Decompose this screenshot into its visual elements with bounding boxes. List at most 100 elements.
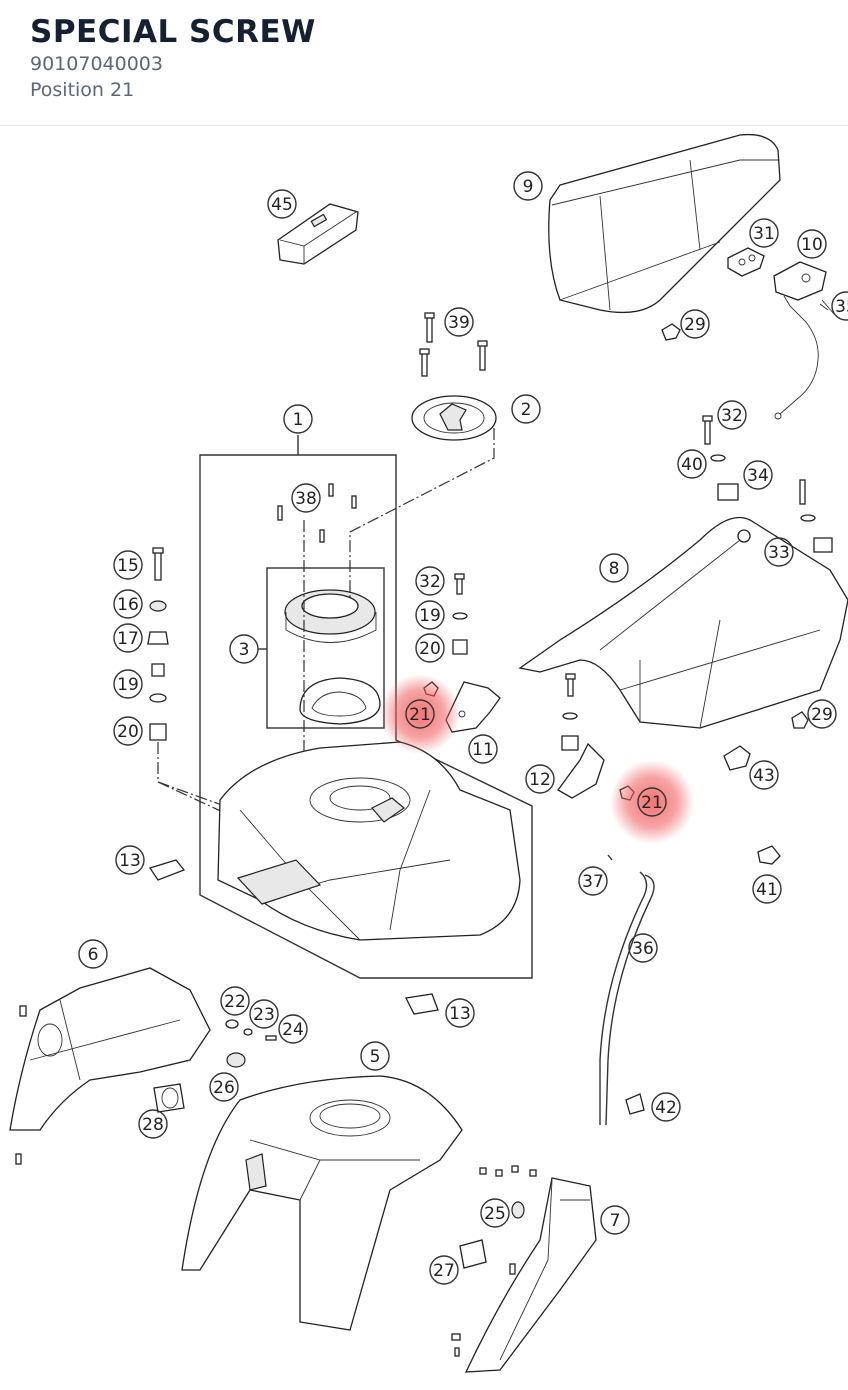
callout-15[interactable]: 15 (113, 550, 143, 580)
callout-31[interactable]: 31 (749, 218, 779, 248)
callouts: 45 9 31 10 35 39 29 2 1 32 40 34 38 33 1… (78, 171, 848, 1285)
callout-label: 37 (582, 872, 604, 892)
callout-12[interactable]: 12 (525, 764, 555, 794)
callout-label: 1 (293, 410, 304, 430)
callout-label: 11 (472, 740, 494, 760)
callout-13-top[interactable]: 13 (115, 845, 145, 875)
part-22-24-fasteners (225, 1019, 277, 1041)
callout-11[interactable]: 11 (468, 734, 498, 764)
callout-label: 22 (224, 992, 246, 1012)
callout-label: 25 (484, 1204, 506, 1224)
part-42-clip (625, 1093, 645, 1115)
callout-3[interactable]: 3 (229, 634, 259, 664)
callout-21-b[interactable]: 21 (637, 787, 667, 817)
callout-29-lower[interactable]: 29 (807, 699, 837, 729)
callout-41[interactable]: 41 (752, 874, 782, 904)
part-2-fuel-cap (411, 395, 497, 441)
callout-20-left[interactable]: 20 (113, 716, 143, 746)
part-41-connector (757, 845, 781, 865)
callout-9[interactable]: 9 (513, 171, 543, 201)
callout-43[interactable]: 43 (749, 760, 779, 790)
callout-29-top[interactable]: 29 (680, 309, 710, 339)
callout-40[interactable]: 40 (677, 449, 707, 479)
callout-21-a[interactable]: 21 (405, 699, 435, 729)
callout-10[interactable]: 10 (797, 229, 827, 259)
callout-label: 21 (641, 793, 663, 813)
part-10-seat-lock (773, 261, 835, 420)
callout-label: 10 (801, 235, 823, 255)
callout-20-mid[interactable]: 20 (415, 633, 445, 663)
callout-34[interactable]: 34 (743, 460, 773, 490)
callout-35[interactable]: 35 (831, 291, 848, 321)
callout-25[interactable]: 25 (480, 1198, 510, 1228)
callout-label: 23 (253, 1005, 275, 1025)
callout-label: 5 (370, 1047, 381, 1067)
page-title: SPECIAL SCREW (30, 14, 316, 50)
callout-label: 19 (117, 675, 139, 695)
callout-label: 43 (753, 766, 775, 786)
part-8-front-seat (518, 516, 848, 729)
callout-32-mid[interactable]: 32 (415, 566, 445, 596)
callout-36[interactable]: 36 (628, 933, 658, 963)
callout-label: 36 (632, 939, 654, 959)
callout-27[interactable]: 27 (429, 1255, 459, 1285)
part-25-fasteners (479, 1165, 537, 1219)
part-38-screws (277, 483, 357, 543)
callout-38[interactable]: 38 (291, 483, 321, 513)
callout-16[interactable]: 16 (113, 589, 143, 619)
callout-23[interactable]: 23 (249, 999, 279, 1029)
callout-label: 9 (523, 177, 534, 197)
callout-label: 28 (142, 1115, 164, 1135)
callout-32-top[interactable]: 32 (717, 400, 747, 430)
callout-label: 26 (213, 1078, 235, 1098)
callout-label: 32 (721, 406, 743, 426)
part-7-side-panel-right (451, 1177, 597, 1373)
callout-label: 40 (681, 455, 703, 475)
callout-7[interactable]: 7 (600, 1205, 630, 1235)
part-header: SPECIAL SCREW 90107040003 Position 21 (0, 0, 848, 126)
highlight-glow-21a (380, 674, 460, 754)
callout-17[interactable]: 17 (113, 623, 143, 653)
callout-28[interactable]: 28 (138, 1109, 168, 1139)
part-5-tank-cover (181, 1075, 463, 1331)
callout-label: 29 (811, 705, 833, 725)
callout-label: 13 (449, 1004, 471, 1024)
part-43-clip (723, 745, 751, 771)
callout-label: 33 (768, 543, 790, 563)
callout-2[interactable]: 2 (511, 394, 541, 424)
callout-24[interactable]: 24 (278, 1014, 308, 1044)
callout-26[interactable]: 26 (209, 1072, 239, 1102)
callout-42[interactable]: 42 (651, 1092, 681, 1122)
part-1-group-frame (199, 435, 533, 979)
callout-5[interactable]: 5 (360, 1041, 390, 1071)
callout-label: 32 (419, 572, 441, 592)
callout-label: 35 (835, 297, 848, 317)
callout-label: 29 (684, 315, 706, 335)
callout-6[interactable]: 6 (78, 939, 108, 969)
callout-39[interactable]: 39 (444, 307, 474, 337)
callout-1[interactable]: 1 (283, 404, 313, 434)
callout-label: 19 (419, 606, 441, 626)
callout-label: 41 (756, 880, 778, 900)
part-36-hose (599, 854, 655, 1126)
callout-label: 39 (448, 313, 470, 333)
callout-33[interactable]: 33 (764, 537, 794, 567)
callout-label: 15 (117, 556, 139, 576)
part-28-bushing (153, 1083, 185, 1113)
callout-label: 20 (419, 639, 441, 659)
callout-label: 6 (88, 945, 99, 965)
callout-37[interactable]: 37 (578, 866, 608, 896)
part-31-clip (727, 247, 765, 277)
callout-13-bottom[interactable]: 13 (445, 998, 475, 1028)
callout-label: 45 (271, 195, 293, 215)
callout-19-mid[interactable]: 19 (415, 600, 445, 630)
callout-label: 8 (609, 559, 620, 579)
callout-19-left[interactable]: 19 (113, 669, 143, 699)
callout-45[interactable]: 45 (267, 189, 297, 219)
callout-8[interactable]: 8 (599, 553, 629, 583)
part-6-side-panel-left (9, 967, 211, 1165)
callout-22[interactable]: 22 (220, 986, 250, 1016)
callout-label: 21 (409, 705, 431, 725)
callout-label: 38 (295, 489, 317, 509)
callout-label: 31 (753, 224, 775, 244)
